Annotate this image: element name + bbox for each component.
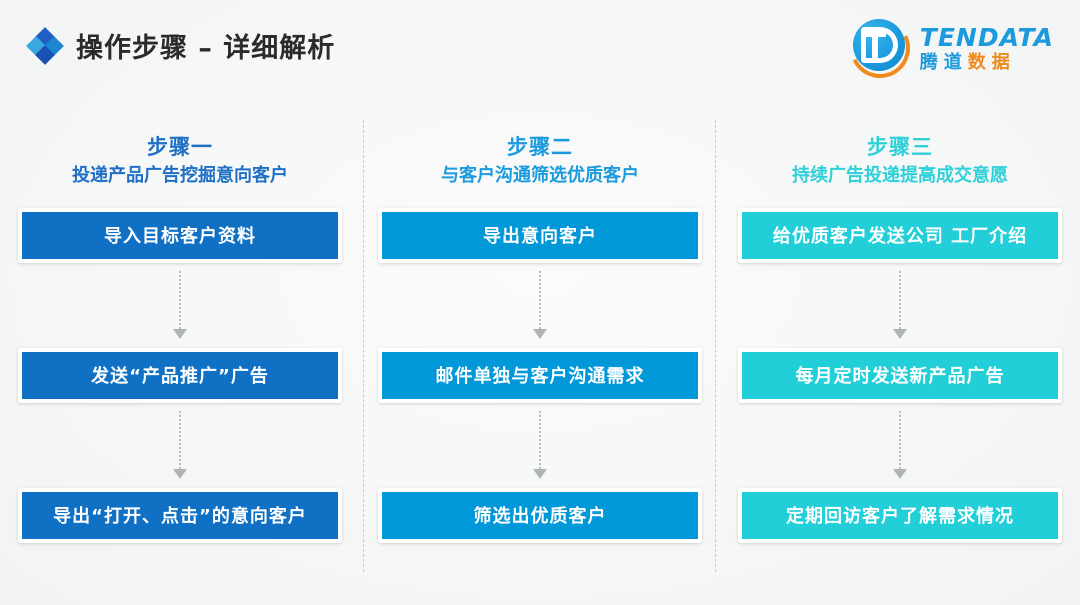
brand-name-cn-blue: 腾道 [919, 51, 968, 73]
step-2-label: 步骤二 [507, 135, 573, 159]
step-2-box-3[interactable]: 筛选出优质客户 [378, 487, 702, 543]
brand-logo: TENDATA 腾道数据 [841, 9, 1054, 87]
step-column-2: 步骤二 与客户沟通筛选优质客户 导出意向客户 邮件单独与客户沟通需求 筛选出优质… [360, 118, 720, 588]
slide-header: 操作步骤 – 详细解析 TENDATA 腾道数据 [0, 0, 1080, 100]
step-3-flow: 给优质客户发送公司 工厂介绍 每月定时发送新产品广告 定期回访客户了解需求情况 [738, 207, 1062, 543]
tendata-d-logo-icon [841, 9, 919, 87]
brand-name-cn: 腾道数据 [919, 51, 1054, 73]
brand-name-en: TENDATA [919, 22, 1054, 52]
step-1-arrow-1 [18, 263, 342, 348]
step-3-box-2[interactable]: 每月定时发送新产品广告 [738, 347, 1062, 403]
brand-name-cn-orange: 数据 [967, 51, 1016, 73]
step-3-arrow-1 [738, 263, 1062, 348]
step-column-1: 步骤一 投递产品广告挖掘意向客户 导入目标客户资料 发送“产品推广”广告 导出“… [0, 118, 360, 588]
step-3-arrow-2 [738, 403, 1062, 488]
step-3-heading: 步骤三 持续广告投递提高成交意愿 [738, 134, 1062, 188]
page-title: 操作步骤 – 详细解析 [76, 33, 336, 64]
step-3-box-3[interactable]: 定期回访客户了解需求情况 [738, 487, 1062, 543]
step-2-subtitle: 与客户沟通筛选优质客户 [441, 165, 639, 187]
step-1-flow: 导入目标客户资料 发送“产品推广”广告 导出“打开、点击”的意向客户 [18, 207, 342, 543]
step-2-arrow-1 [378, 263, 702, 348]
diamond-cluster-icon [26, 26, 64, 65]
step-2-box-1[interactable]: 导出意向客户 [378, 207, 702, 263]
step-column-3: 步骤三 持续广告投递提高成交意愿 给优质客户发送公司 工厂介绍 每月定时发送新产… [720, 118, 1080, 588]
title-group: 操作步骤 – 详细解析 [26, 26, 336, 65]
step-1-box-3[interactable]: 导出“打开、点击”的意向客户 [18, 487, 342, 543]
step-2-arrow-2 [378, 403, 702, 488]
steps-columns: 步骤一 投递产品广告挖掘意向客户 导入目标客户资料 发送“产品推广”广告 导出“… [0, 118, 1080, 588]
step-2-flow: 导出意向客户 邮件单独与客户沟通需求 筛选出优质客户 [378, 207, 702, 543]
step-1-label: 步骤一 [147, 135, 213, 159]
step-1-box-1[interactable]: 导入目标客户资料 [18, 207, 342, 263]
step-1-arrow-2 [18, 403, 342, 488]
step-3-label: 步骤三 [867, 135, 933, 159]
step-3-box-1[interactable]: 给优质客户发送公司 工厂介绍 [738, 207, 1062, 263]
column-divider-2 [715, 120, 716, 572]
step-1-subtitle: 投递产品广告挖掘意向客户 [72, 165, 288, 187]
step-2-heading: 步骤二 与客户沟通筛选优质客户 [378, 134, 702, 188]
step-1-box-2[interactable]: 发送“产品推广”广告 [18, 347, 342, 403]
column-divider-1 [363, 120, 364, 572]
step-1-heading: 步骤一 投递产品广告挖掘意向客户 [18, 134, 342, 188]
step-3-subtitle: 持续广告投递提高成交意愿 [792, 165, 1008, 187]
step-2-box-2[interactable]: 邮件单独与客户沟通需求 [378, 347, 702, 403]
brand-logo-text: TENDATA 腾道数据 [920, 25, 1054, 72]
